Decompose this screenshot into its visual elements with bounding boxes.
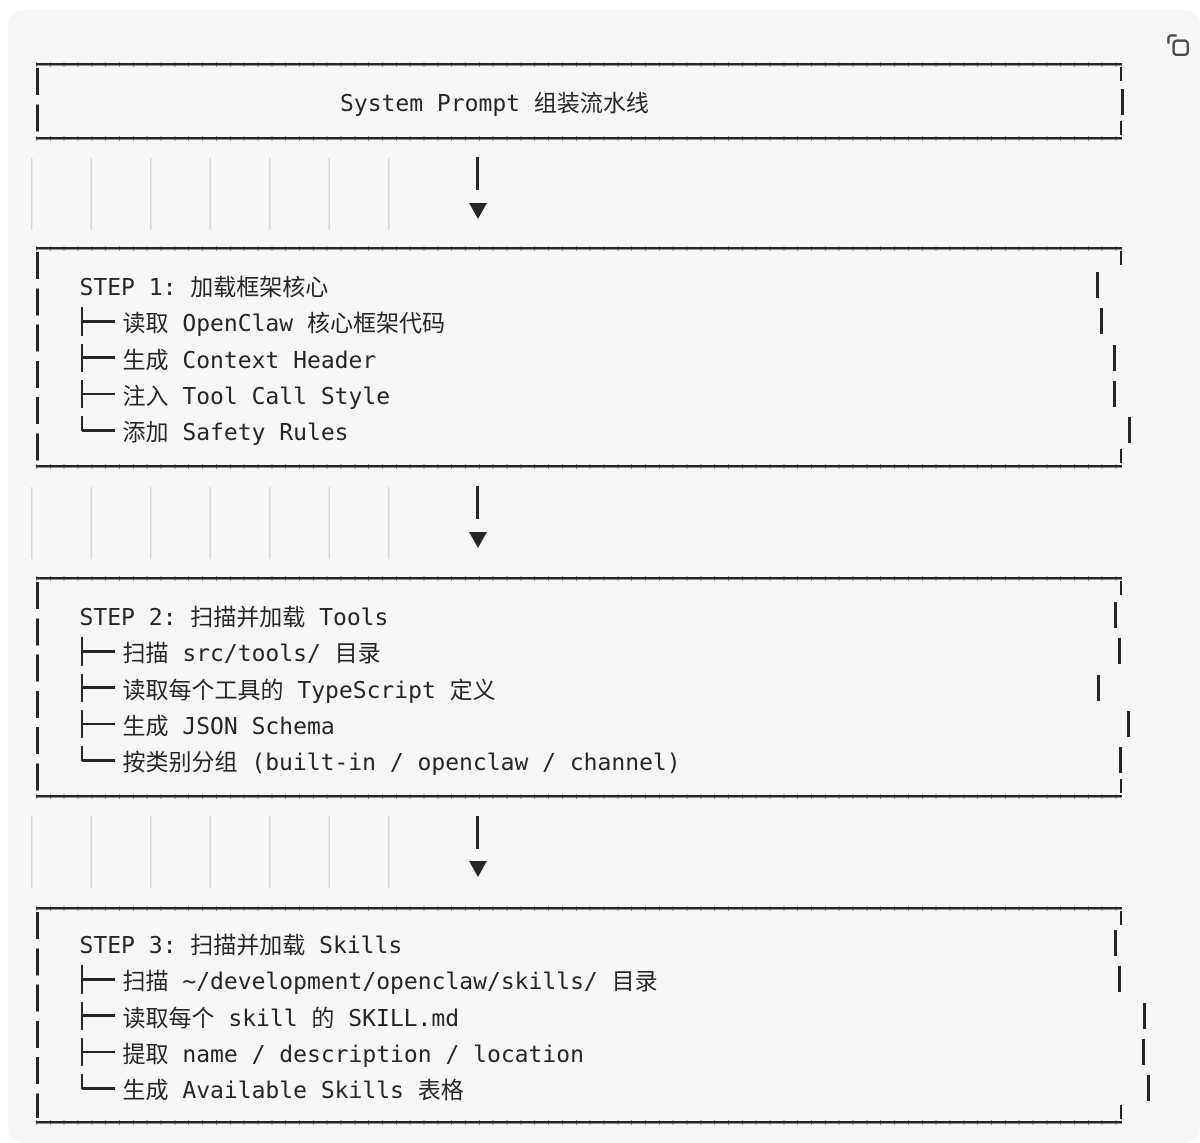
box-border-top <box>36 906 1122 911</box>
tree-item: 注入 Tool Call Style <box>80 376 1103 412</box>
step-title-text: STEP 2: 扫描并加载 Tools <box>79 605 389 632</box>
box-corner-right-top <box>1119 251 1122 265</box>
box-border-right <box>1114 930 1117 956</box>
tree-item-label: 读取每个 skill 的 SKILL.md <box>122 1005 460 1032</box>
box-border-right <box>1114 602 1117 628</box>
box-border-left <box>36 912 39 1118</box>
copy-button[interactable] <box>1155 22 1199 66</box>
tree-branch-last-icon <box>80 412 123 448</box>
step3-box: STEP 3: 扫描并加载 Skills 扫描 ~/development/op… <box>36 906 1150 1125</box>
tree-item: 提取 name / description / location <box>80 1034 1103 1070</box>
indent-guides <box>31 158 391 230</box>
tree-item-label: 读取每个工具的 TypeScript 定义 <box>122 677 496 704</box>
indent-guides <box>31 816 391 888</box>
box-border-right <box>1113 380 1116 407</box>
copy-icon <box>1166 33 1189 56</box>
box-border-bottom <box>36 464 1122 469</box>
tree-branch-icon <box>80 633 123 669</box>
tree-branch-icon <box>80 376 123 412</box>
box-border-right <box>1118 966 1121 993</box>
box-border-bottom <box>36 136 1122 141</box>
tree-item: 添加 Safety Rules <box>80 412 1103 448</box>
tree-item: 扫描 ~/development/openclaw/skills/ 目录 <box>80 961 1103 997</box>
tree-item: 读取每个 skill 的 SKILL.md <box>80 998 1103 1034</box>
box-border-left <box>36 582 39 792</box>
arrow-down-icon <box>468 861 487 877</box>
tree-item-label: 添加 Safety Rules <box>122 420 349 447</box>
connector-line <box>476 157 479 190</box>
box-border-right <box>1097 674 1100 701</box>
box-border-right <box>1127 710 1130 737</box>
tree-item-label: 生成 Available Skills 表格 <box>122 1078 464 1105</box>
box-border-right <box>1128 417 1131 444</box>
box-border-right <box>1142 1038 1145 1065</box>
tree-branch-icon <box>80 998 123 1034</box>
box-corner-right-bottom <box>1119 121 1122 135</box>
tree-item: 生成 Context Header <box>80 340 1103 376</box>
box-border-bottom <box>36 794 1122 799</box>
box-border-right <box>1100 308 1103 335</box>
step1-box: STEP 1: 加载框架核心 读取 OpenClaw 核心框架代码 生成 Con… <box>36 246 1131 469</box>
tree-item-label: 读取 OpenClaw 核心框架代码 <box>122 311 445 338</box>
step2-box: STEP 2: 扫描并加载 Tools 扫描 src/tools/ 目录 读取每… <box>36 576 1130 799</box>
connector-line <box>476 816 479 849</box>
box-corner-right-bottom <box>1119 779 1122 793</box>
tree-item-label: 生成 Context Header <box>122 347 377 374</box>
tree-branch-last-icon <box>80 1070 123 1106</box>
tree-item-label: 提取 name / description / location <box>122 1042 584 1069</box>
box-border-bottom <box>36 1120 1122 1125</box>
indent-guides <box>31 487 391 559</box>
tree-branch-icon <box>80 670 123 706</box>
tree-item-label: 扫描 src/tools/ 目录 <box>122 641 381 668</box>
tree-item: 扫描 src/tools/ 目录 <box>80 633 1103 669</box>
tree-item-label: 注入 Tool Call Style <box>122 384 391 411</box>
arrow-down-icon <box>468 203 487 219</box>
step-title-text: STEP 3: 扫描并加载 Skills <box>79 933 403 960</box>
arrow-down-icon <box>468 532 487 548</box>
box-border-left <box>36 68 39 134</box>
tree-item: 生成 Available Skills 表格 <box>80 1070 1103 1106</box>
tree-item: 按类别分组 (built-in / openclaw / channel) <box>80 742 1103 778</box>
step-title: STEP 1: 加载框架核心 <box>80 267 1103 303</box>
box-border-right <box>1119 747 1122 774</box>
tree-branch-icon <box>80 706 123 742</box>
tree-item: 读取 OpenClaw 核心框架代码 <box>80 303 1103 339</box>
step-title-text: STEP 1: 加载框架核心 <box>79 275 329 302</box>
pipeline-title: System Prompt 组装流水线 <box>340 91 649 117</box>
tree-item-label: 扫描 ~/development/openclaw/skills/ 目录 <box>122 969 658 996</box>
box-border-top <box>36 246 1122 251</box>
box-border-top <box>36 576 1122 581</box>
box-corner-right-top <box>1119 67 1122 81</box>
box-border-right <box>1113 344 1116 371</box>
box-corner-right-bottom <box>1119 1105 1122 1119</box>
box-border-right <box>1143 1002 1146 1029</box>
box-corner-right-top <box>1119 911 1122 925</box>
step-title: STEP 3: 扫描并加载 Skills <box>80 925 1103 961</box>
box-border-top <box>36 62 1122 67</box>
tree-branch-last-icon <box>80 742 123 778</box>
box-border-right <box>1118 638 1121 665</box>
tree-item: 读取每个工具的 TypeScript 定义 <box>80 670 1103 706</box>
tree-item-label: 按类别分组 (built-in / openclaw / channel) <box>122 750 681 777</box>
box-corner-right-bottom <box>1119 449 1122 463</box>
tree-item: 生成 JSON Schema <box>80 706 1103 742</box>
box-corner-right-top <box>1119 581 1122 595</box>
connector-line <box>476 486 479 519</box>
title-box: System Prompt 组装流水线 <box>36 62 1124 141</box>
tree-branch-icon <box>80 303 123 339</box>
box-border-right <box>1096 272 1099 298</box>
tree-branch-icon <box>80 340 123 376</box>
box-border-left <box>36 252 39 462</box>
tree-branch-icon <box>80 1034 123 1070</box>
step-title: STEP 2: 扫描并加载 Tools <box>80 597 1103 633</box>
box-border-right <box>1147 1075 1150 1102</box>
box-border-right <box>1121 88 1124 115</box>
tree-branch-icon <box>80 961 123 997</box>
tree-item-label: 生成 JSON Schema <box>122 714 335 741</box>
